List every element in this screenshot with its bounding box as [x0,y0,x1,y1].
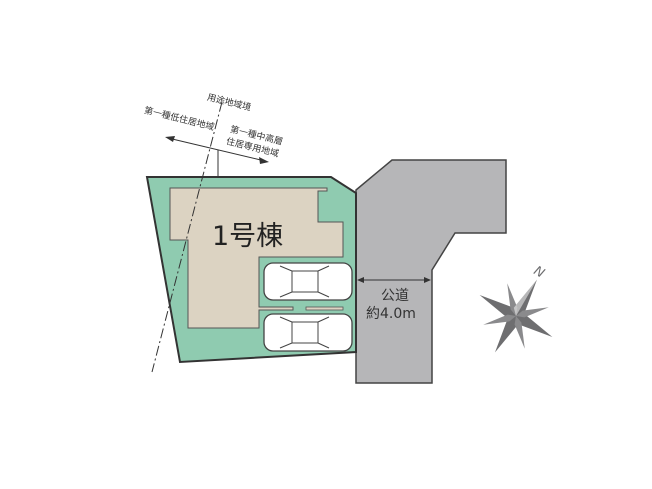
zoning-arrow [167,137,266,162]
compass-rose-icon [479,279,553,353]
house-footprint [169,187,344,329]
building-label: 1号棟 [212,221,284,252]
zoning-boundary-line [151,101,223,373]
road-width-label: 約4.0m [366,306,416,322]
road-label: 公道 [381,288,409,304]
parking-divider [305,306,344,311]
public-road [355,159,507,384]
car-2 [263,313,353,352]
car-1 [263,262,353,301]
